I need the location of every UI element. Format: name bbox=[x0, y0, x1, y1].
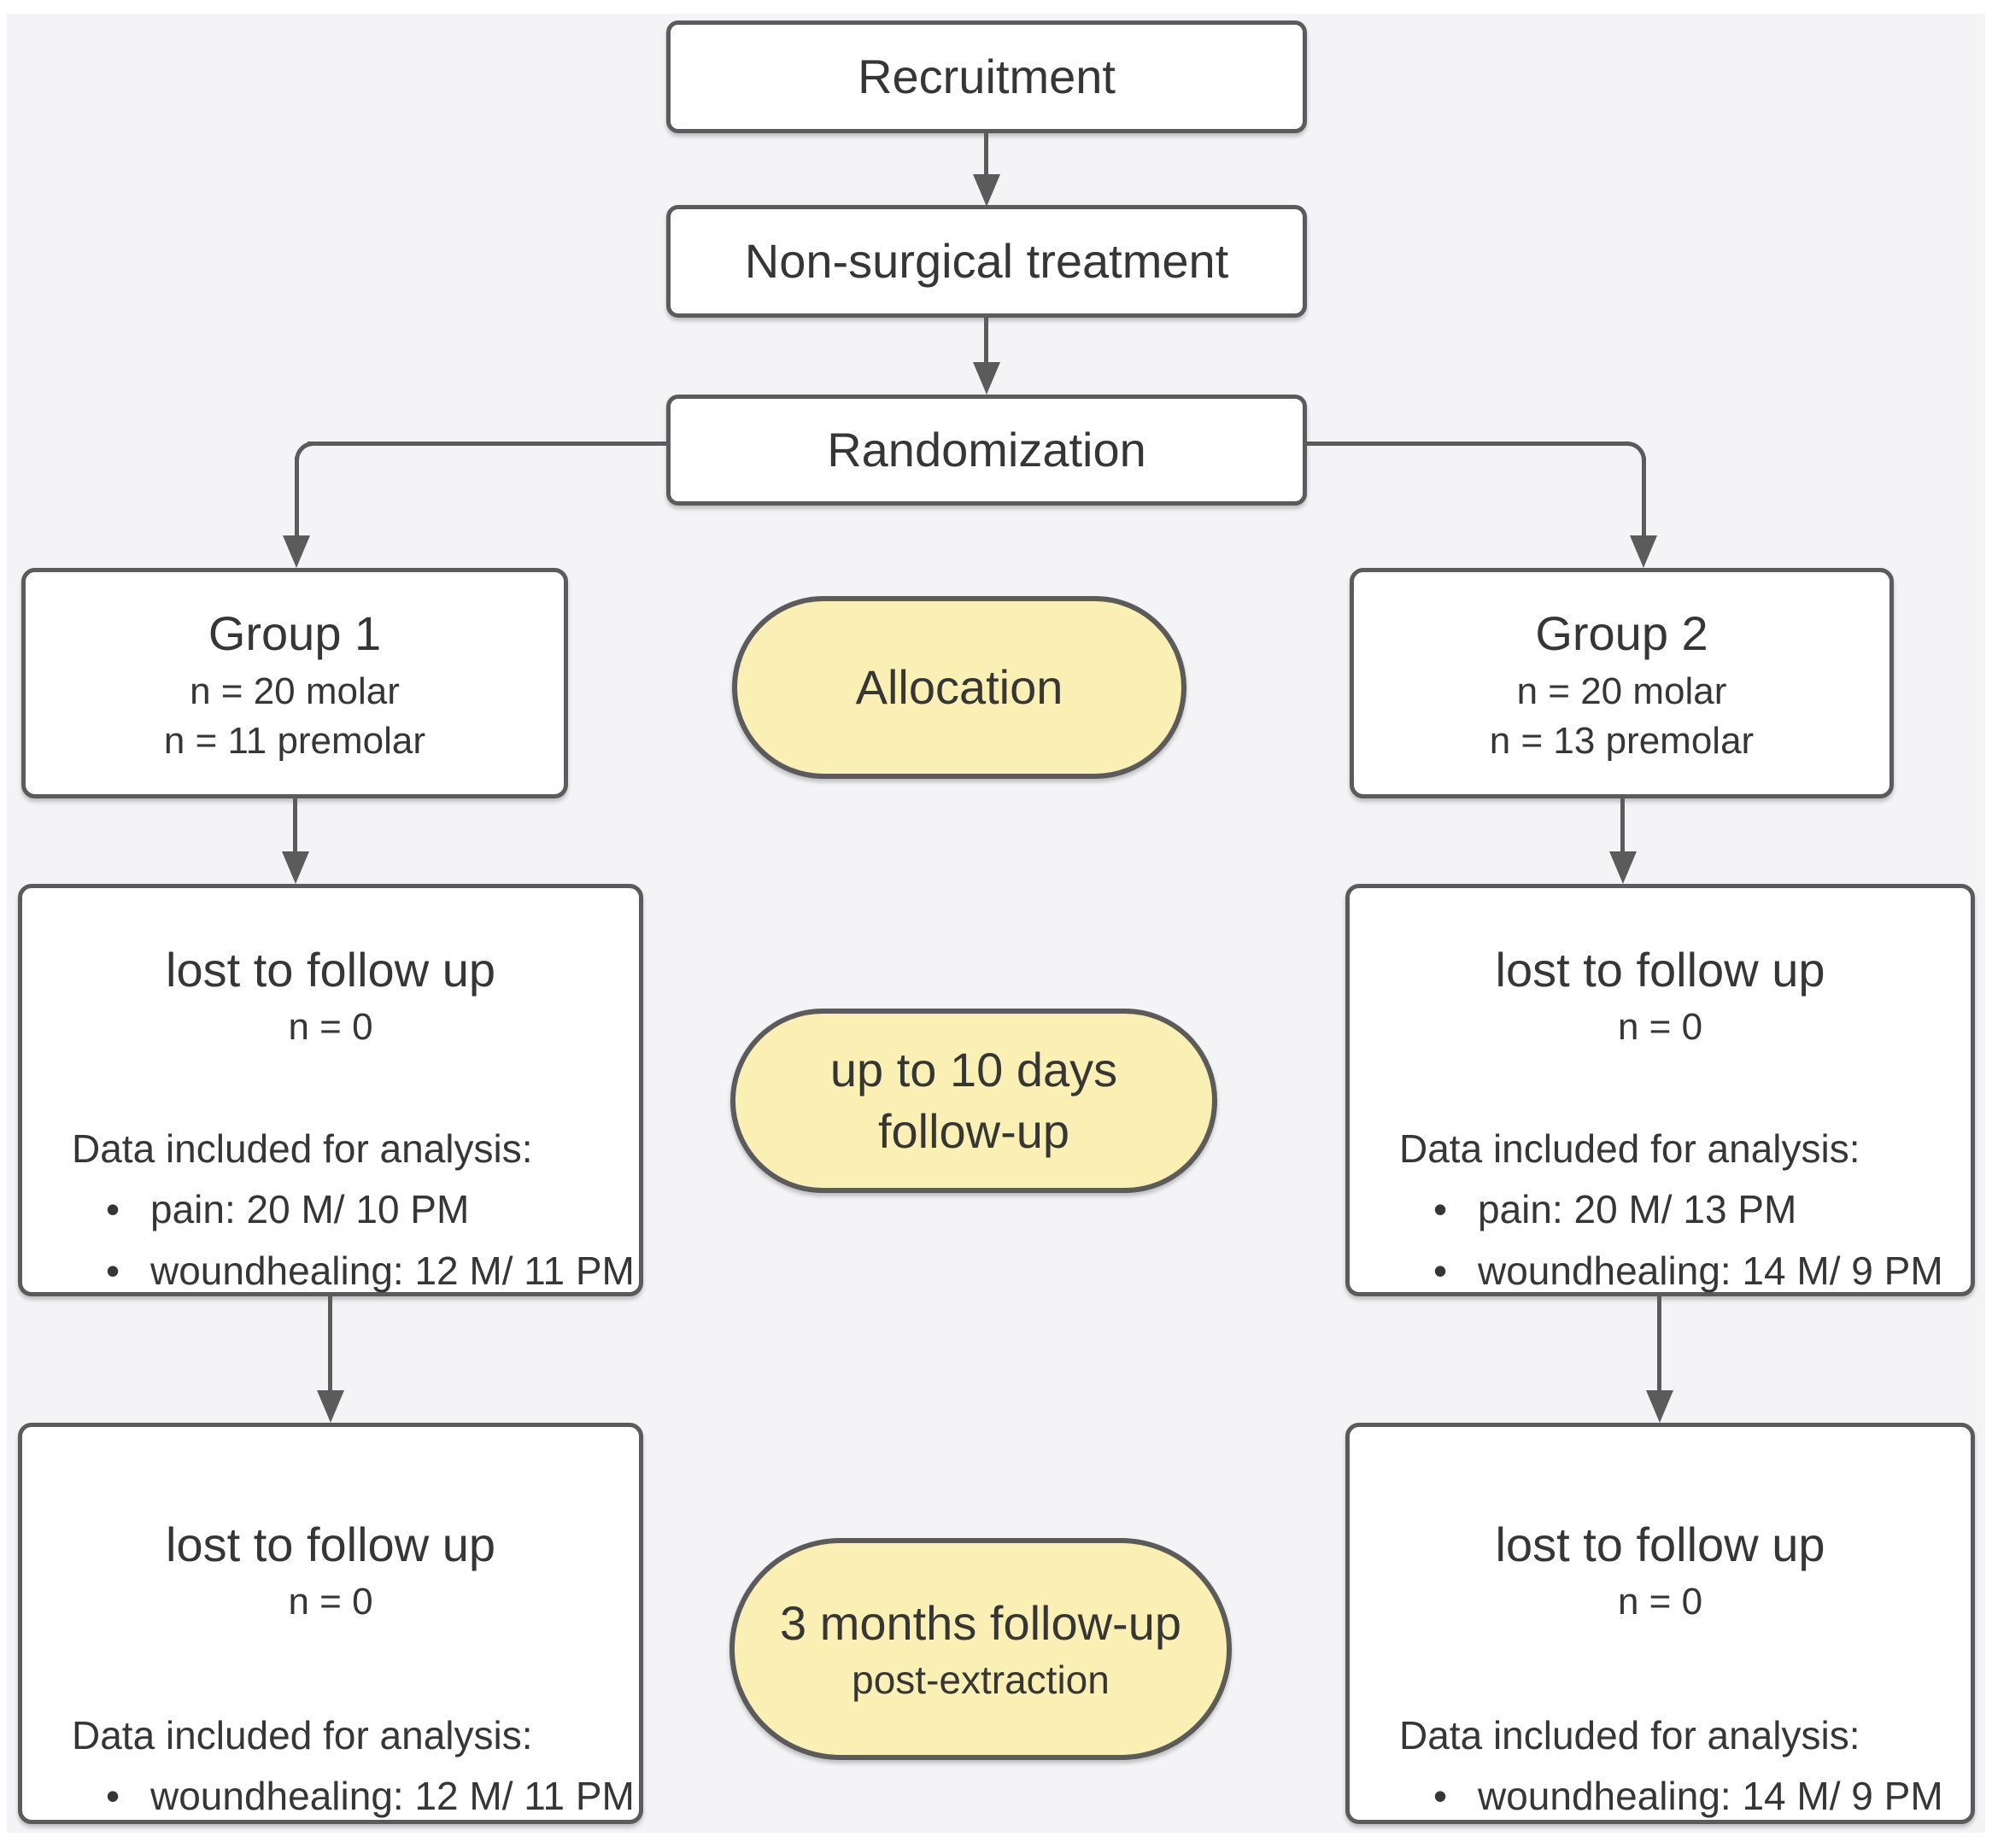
analysis-item: woundhealing: 14 M/ 9 PM bbox=[1433, 1765, 1971, 1827]
connector-line bbox=[1642, 457, 1646, 537]
lost-title: lost to follow up bbox=[166, 943, 495, 997]
bullet-icon bbox=[106, 1240, 150, 1301]
lost-title: lost to follow up bbox=[1495, 1518, 1825, 1571]
connector-line bbox=[984, 318, 988, 362]
bullet-icon bbox=[1433, 1178, 1478, 1240]
connector-line bbox=[308, 442, 666, 446]
arrowhead-down-icon bbox=[973, 174, 1000, 207]
analysis-block: Data included for analysis: pain: 20 M/ … bbox=[1350, 1119, 1971, 1301]
node-group2-3month-followup: lost to follow up n = 0 Data included fo… bbox=[1345, 1423, 1975, 1824]
analysis-heading: Data included for analysis: bbox=[1399, 1713, 1860, 1757]
analysis-block: Data included for analysis: pain: 20 M/ … bbox=[22, 1119, 639, 1301]
arrowhead-down-icon bbox=[283, 535, 310, 568]
arrowhead-down-icon bbox=[1609, 851, 1637, 884]
analysis-item-text: woundhealing: 12 M/ 11 PM bbox=[150, 1774, 635, 1818]
lost-n: n = 0 bbox=[288, 1006, 373, 1048]
analysis-item: woundhealing: 12 M/ 11 PM bbox=[106, 1765, 639, 1827]
followup-3months-line2: post-extraction bbox=[852, 1658, 1110, 1702]
analysis-item-text: pain: 20 M/ 13 PM bbox=[1478, 1187, 1797, 1231]
arrowhead-down-icon bbox=[317, 1390, 344, 1423]
analysis-item: woundhealing: 14 M/ 9 PM bbox=[1433, 1240, 1971, 1301]
bullet-icon bbox=[1433, 1765, 1478, 1827]
node-recruitment: Recruitment bbox=[666, 20, 1307, 133]
node-recruitment-label: Recruitment bbox=[858, 50, 1116, 103]
connector-line bbox=[1307, 442, 1629, 446]
group2-title: Group 2 bbox=[1535, 606, 1708, 660]
analysis-block: Data included for analysis: woundhealing… bbox=[22, 1705, 639, 1827]
node-non-surgical-treatment: Non-surgical treatment bbox=[666, 205, 1307, 318]
connector-line bbox=[293, 798, 297, 853]
analysis-item-text: woundhealing: 12 M/ 11 PM bbox=[150, 1249, 635, 1293]
bullet-icon bbox=[106, 1178, 150, 1240]
arrowhead-down-icon bbox=[1630, 535, 1657, 568]
connector-corner bbox=[295, 442, 313, 460]
node-group2: Group 2 n = 20 molar n = 13 premolar bbox=[1350, 568, 1894, 798]
analysis-heading: Data included for analysis: bbox=[1399, 1126, 1860, 1171]
node-randomization-label: Randomization bbox=[827, 423, 1146, 477]
analysis-block: Data included for analysis: woundhealing… bbox=[1350, 1705, 1971, 1827]
lost-n: n = 0 bbox=[1617, 1006, 1703, 1048]
group1-title: Group 1 bbox=[208, 606, 382, 660]
lost-n: n = 0 bbox=[1617, 1581, 1703, 1623]
followup-10days-line2: follow-up bbox=[877, 1104, 1070, 1158]
node-non-surgical-treatment-label: Non-surgical treatment bbox=[744, 234, 1229, 288]
stage-pill-10days-followup: up to 10 days follow-up bbox=[730, 1009, 1217, 1193]
connector-line bbox=[984, 133, 988, 178]
stage-pill-allocation: Allocation bbox=[732, 596, 1186, 779]
node-randomization: Randomization bbox=[666, 395, 1307, 506]
lost-n: n = 0 bbox=[288, 1581, 373, 1623]
stage-pill-3months-followup: 3 months follow-up post-extraction bbox=[729, 1538, 1232, 1760]
node-group1-10day-followup: lost to follow up n = 0 Data included fo… bbox=[18, 884, 643, 1296]
bullet-icon bbox=[106, 1765, 150, 1827]
connector-line bbox=[1657, 1296, 1661, 1392]
bullet-icon bbox=[1433, 1240, 1478, 1301]
connector-corner bbox=[1627, 442, 1646, 460]
analysis-item-text: woundhealing: 14 M/ 9 PM bbox=[1478, 1774, 1943, 1818]
followup-10days-line1: up to 10 days bbox=[829, 1043, 1118, 1097]
analysis-item-text: woundhealing: 14 M/ 9 PM bbox=[1478, 1249, 1943, 1293]
analysis-item: pain: 20 M/ 10 PM bbox=[106, 1178, 639, 1240]
connector-line bbox=[295, 457, 299, 537]
lost-title: lost to follow up bbox=[1495, 943, 1825, 997]
allocation-label: Allocation bbox=[855, 660, 1063, 714]
analysis-item: woundhealing: 12 M/ 11 PM bbox=[106, 1240, 639, 1301]
followup-3months-line1: 3 months follow-up bbox=[779, 1596, 1181, 1650]
node-group2-10day-followup: lost to follow up n = 0 Data included fo… bbox=[1345, 884, 1975, 1296]
group2-n-premolar: n = 13 premolar bbox=[1489, 720, 1755, 762]
node-group1-3month-followup: lost to follow up n = 0 Data included fo… bbox=[18, 1423, 643, 1824]
node-group1: Group 1 n = 20 molar n = 11 premolar bbox=[21, 568, 568, 798]
connector-line bbox=[328, 1296, 332, 1392]
connector-line bbox=[1620, 798, 1625, 853]
arrowhead-down-icon bbox=[973, 362, 1000, 395]
group1-n-molar: n = 20 molar bbox=[190, 670, 400, 712]
group1-n-premolar: n = 11 premolar bbox=[163, 720, 426, 762]
lost-title: lost to follow up bbox=[166, 1518, 495, 1571]
analysis-item-text: pain: 20 M/ 10 PM bbox=[150, 1187, 470, 1231]
arrowhead-down-icon bbox=[282, 851, 309, 884]
arrowhead-down-icon bbox=[1646, 1390, 1673, 1423]
analysis-heading: Data included for analysis: bbox=[72, 1126, 533, 1171]
analysis-item: pain: 20 M/ 13 PM bbox=[1433, 1178, 1971, 1240]
analysis-heading: Data included for analysis: bbox=[72, 1713, 533, 1757]
group2-n-molar: n = 20 molar bbox=[1516, 670, 1727, 712]
